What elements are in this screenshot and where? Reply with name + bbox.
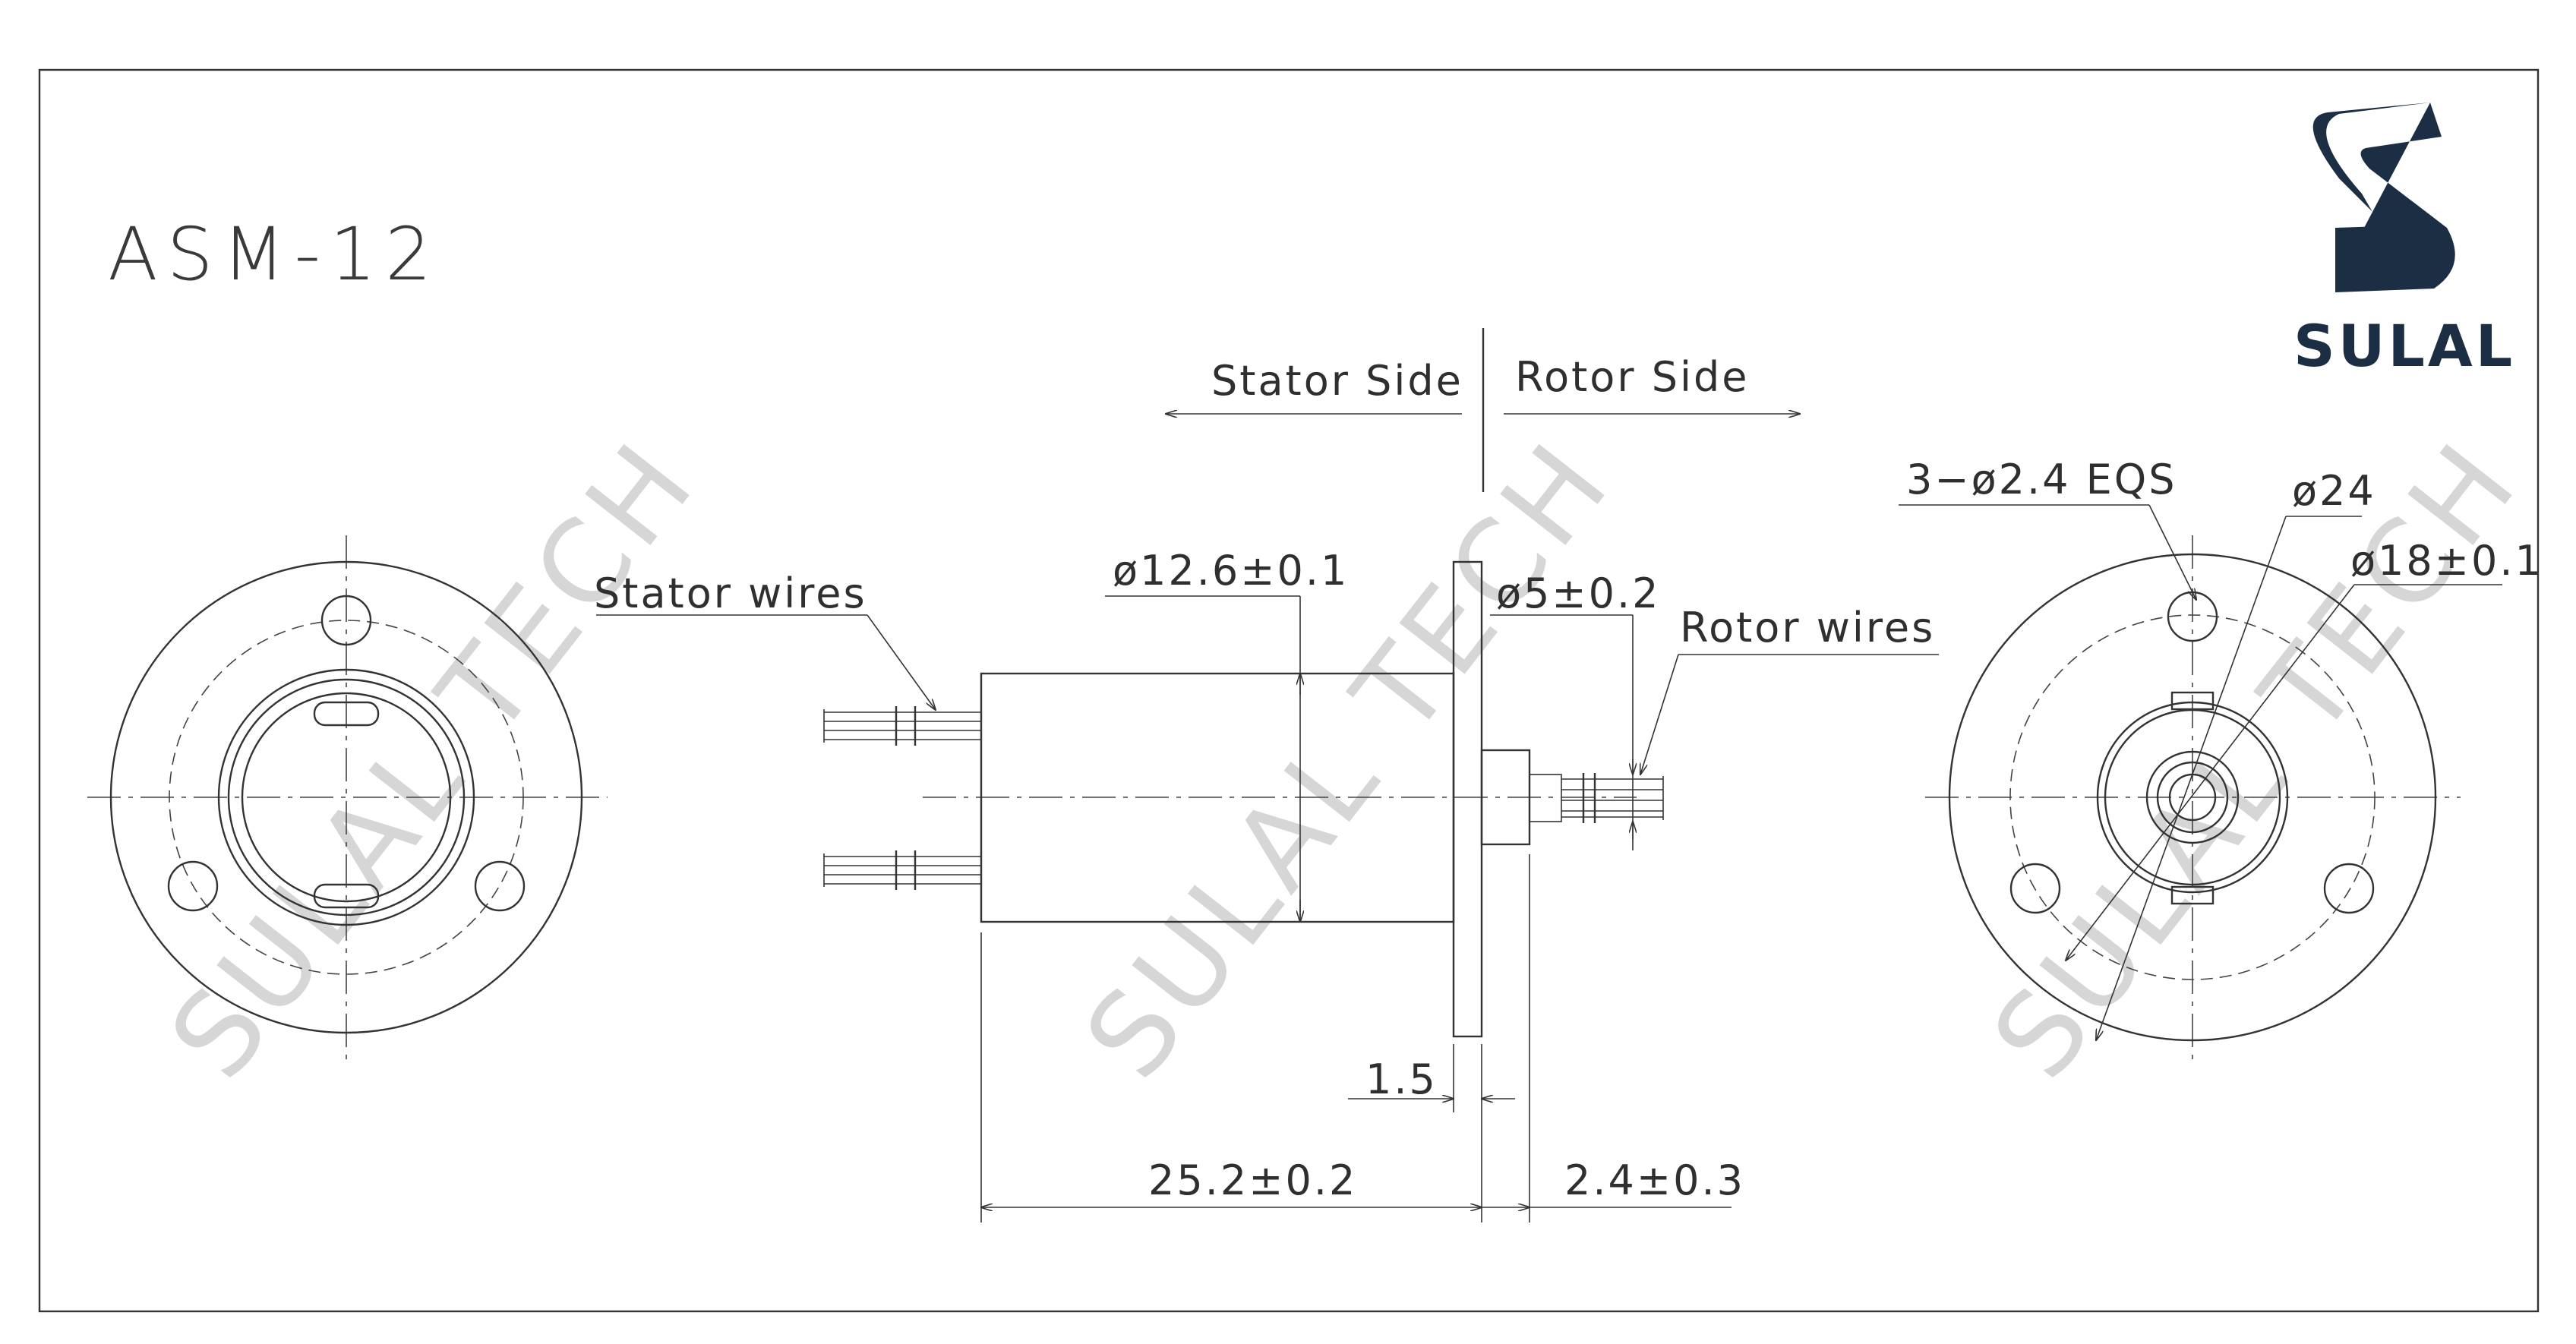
body-length-label: 25.2±0.2 [1148,1156,1357,1204]
wire-slot [313,701,380,727]
svg-text:SULAL TECH: SULAL TECH [145,417,721,1103]
mount-holes-leader [2148,504,2196,600]
hub-key [2170,691,2215,711]
stator-wire-bundle-top [823,706,981,746]
rotor-end-view: 3−ø2.4 EQS ø24 ø18±0.1 [1899,456,2543,1059]
body-ring [227,678,466,917]
watermark-center: SULAL TECH [1060,417,1637,1103]
flange-outline [1948,553,2437,1042]
mount-hole [2323,863,2375,914]
mount-hole [167,860,219,912]
rotor-side-label: Rotor Side [1515,353,1750,401]
mount-hole [474,860,526,912]
brand-name: SULAL [2293,312,2515,380]
stator-side-label: Stator Side [1211,357,1463,405]
rotor-wire-bundle [1561,773,1664,823]
flange-diameter-leader [2096,516,2287,1040]
body-diameter-label: ø12.6±0.1 [1113,547,1349,595]
body-outer [217,668,475,926]
stator-end-view [87,535,608,1059]
svg-text:SULAL TECH: SULAL TECH [1060,417,1637,1103]
shaft-ring [2156,761,2229,834]
rotor-shaft [1529,774,1562,822]
shaft-diameter-label: ø5±0.2 [1496,569,1661,617]
mount-hole [2009,863,2061,914]
flange-diameter-label: ø24 [2292,467,2376,515]
pcd-diameter-label: ø18±0.1 [2350,537,2543,585]
rotor-wires-label: Rotor wires [1680,604,1935,651]
shaft-length-label: 2.4±0.3 [1564,1156,1745,1204]
pcd-circle [2009,614,2376,980]
shaft-outer [2145,750,2240,844]
logo-s-shape [2312,103,2430,282]
stator-wires-label: Stator wires [594,569,867,617]
side-view: Stator Side Rotor Side Stator wires ø12.… [594,328,1939,1223]
stator-wire-bundle-bottom [823,850,981,890]
brand-logo: SULAL [2293,103,2515,380]
watermark-right: SULAL TECH [1968,417,2544,1103]
hub-key [2170,885,2215,905]
model-title: ASM-12 [108,212,440,297]
flange-outline [109,560,583,1034]
wire-slot [313,883,380,909]
svg-text:SULAL TECH: SULAL TECH [1968,417,2544,1103]
pcd-circle [169,620,524,975]
body-inner [241,692,452,903]
mount-holes-label: 3−ø2.4 EQS [1906,456,2177,503]
rotor-wires-leader [1640,654,1679,775]
stator-wires-leader [867,614,936,710]
mount-hole [320,595,372,646]
pcd-diameter-leader [2066,584,2355,961]
watermark-left: SULAL TECH [145,417,721,1103]
hub-outer [2096,701,2289,894]
drawing-frame [38,68,2540,1313]
flange-thickness-label: 1.5 [1365,1055,1438,1103]
